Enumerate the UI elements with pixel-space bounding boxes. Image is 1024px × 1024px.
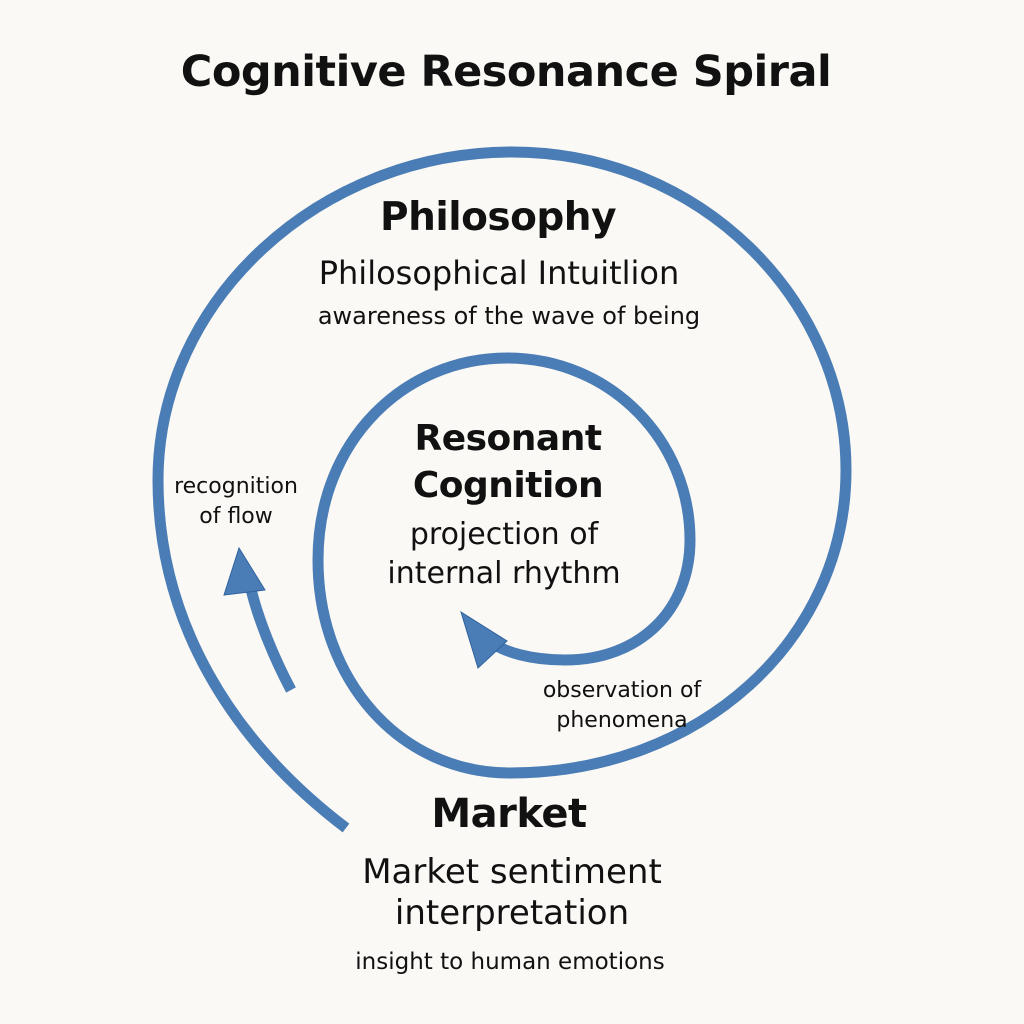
market-heading: Market [431,791,587,837]
recognition-of-flow-line1: recognition [174,474,298,499]
resonant-cognition-heading-line1: Resonant [414,418,602,459]
resonant-cognition-description-line2: internal rhythm [387,556,621,591]
arrow-left-icon [460,610,508,669]
observation-of-phenomena-label: observation of phenomena [543,676,701,735]
resonant-cognition-heading: Resonant Cognition [412,416,604,510]
philosophy-heading: Philosophy [380,195,617,240]
resonant-cognition-description: projection of internal rhythm [387,515,620,593]
market-subtitle: Market sentiment interpretation [362,852,662,934]
spiral-outer-loop [152,146,852,833]
diagram-title: Cognitive Resonance Spiral [180,47,832,97]
resonant-cognition-description-line1: projection of [409,517,599,552]
recognition-of-flow-label: recognition of flow [174,472,298,531]
philosophy-description: awareness of the wave of being [317,302,701,330]
recognition-arrow-shaft [244,583,296,693]
market-subtitle-line2: interpretation [394,892,630,933]
observation-of-phenomena-line1: observation of [542,678,702,703]
philosophy-subtitle: Philosophical Intuitlion [318,254,680,292]
observation-of-phenomena-line2: phenomena [556,707,688,733]
recognition-of-flow-line2: of flow [199,503,273,529]
market-subtitle-line1: Market sentiment [362,852,662,892]
resonant-cognition-heading-line2: Cognition [412,464,604,506]
market-description: insight to human emotions [355,949,665,975]
arrow-up-icon [223,546,266,596]
